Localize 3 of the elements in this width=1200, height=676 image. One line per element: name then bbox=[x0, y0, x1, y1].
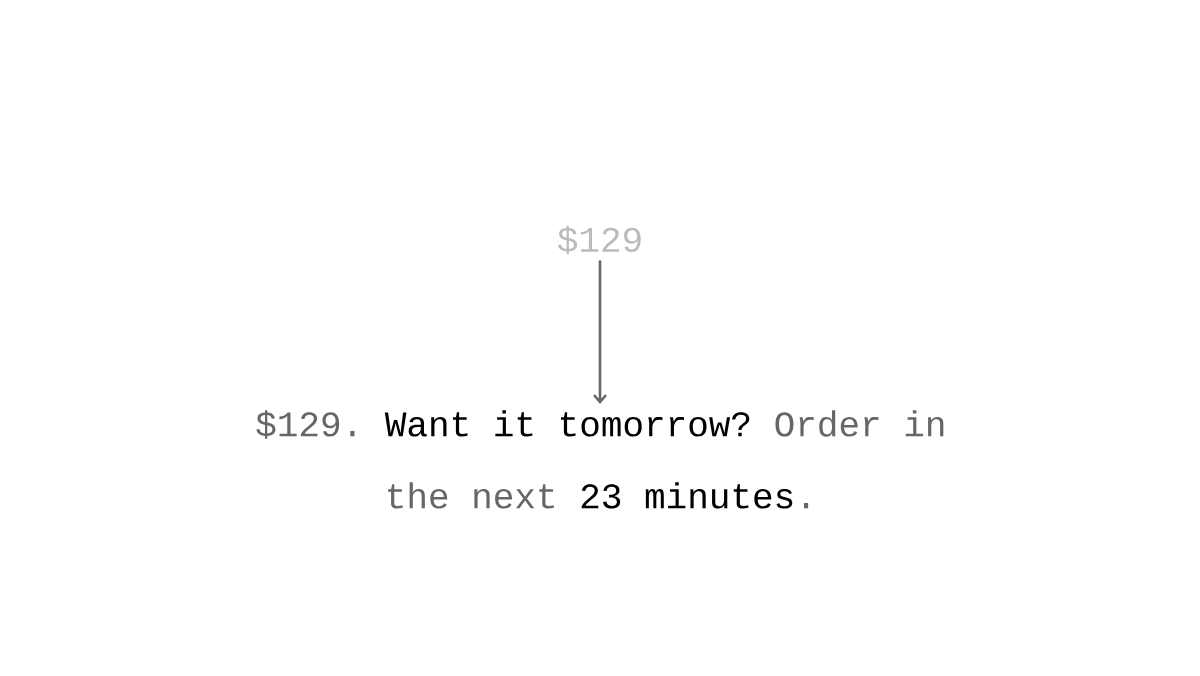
price-text: $129 bbox=[557, 225, 641, 255]
message-text: $129. Want it tomorrow? Order in the next 23 minutes . bbox=[256, 410, 944, 509]
arrow bbox=[593, 260, 607, 404]
